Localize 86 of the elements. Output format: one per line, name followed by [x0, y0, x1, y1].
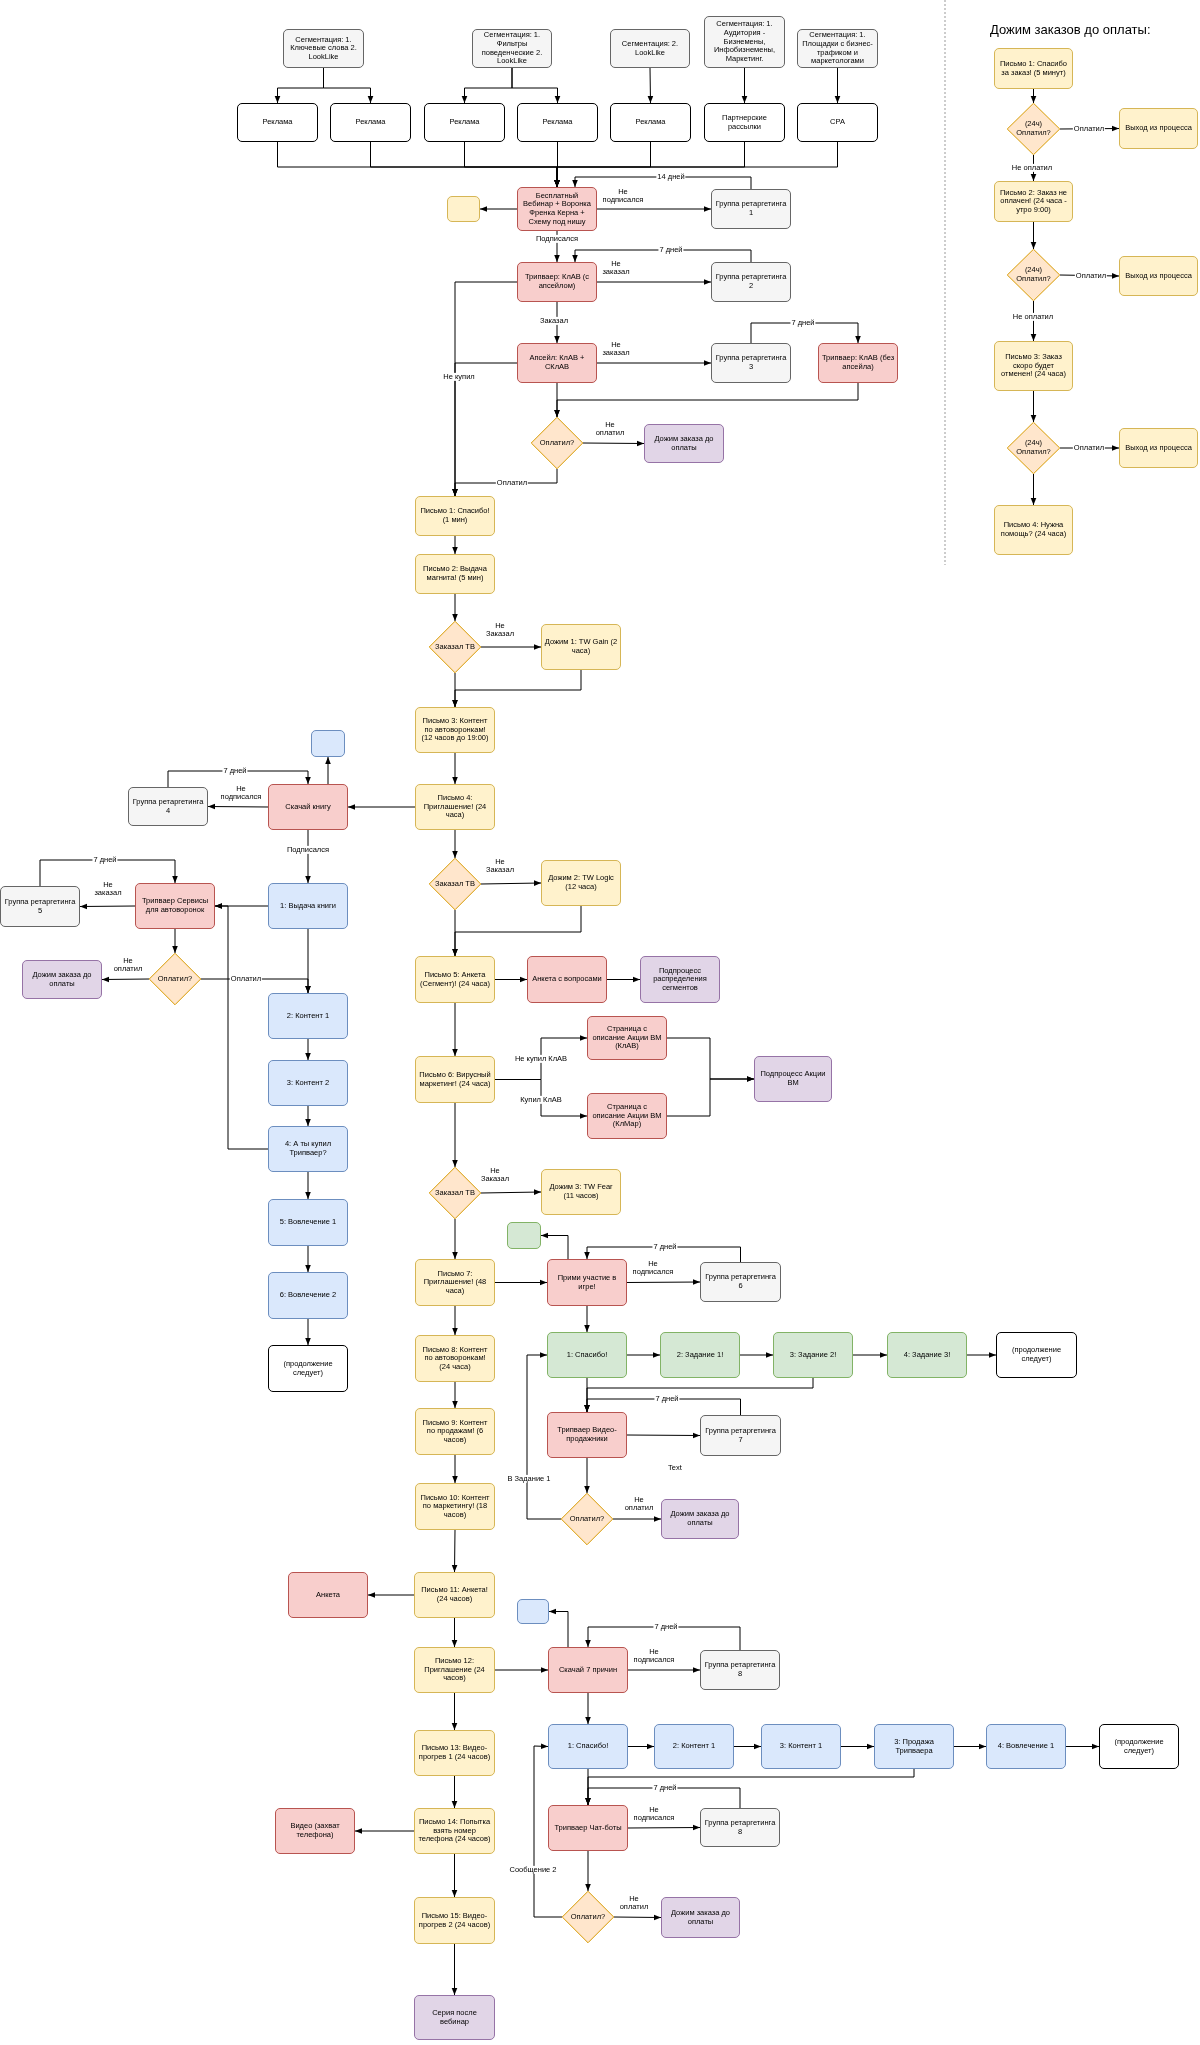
arrow: [627, 1743, 655, 1750]
arrow: [367, 1592, 415, 1598]
arrow: [305, 1245, 311, 1273]
arrow: [741, 67, 748, 104]
arrow: [479, 206, 518, 212]
arrow: [305, 1318, 311, 1346]
arrow: [526, 1352, 562, 1520]
arrow: [452, 905, 582, 957]
arrow: [612, 1516, 662, 1522]
arrow: [596, 206, 712, 212]
arrow: [452, 362, 518, 497]
arrow: [626, 1432, 701, 1439]
arrow: [1030, 221, 1037, 250]
arrow: [451, 1617, 458, 1648]
arrow: [452, 593, 458, 622]
arrow: [953, 1743, 987, 1750]
arrow: [1030, 390, 1037, 423]
arrow: [305, 1171, 311, 1200]
arrow: [305, 1038, 311, 1061]
arrow: [1030, 473, 1037, 506]
arrow: [452, 1102, 458, 1168]
section-heading: Дожим заказов до оплаты:: [990, 22, 1151, 37]
arrow: [452, 535, 458, 555]
arrow: [739, 1352, 774, 1358]
arrow: [451, 1529, 458, 1573]
arrow: [966, 1352, 997, 1358]
arrow: [480, 644, 542, 650]
arrow: [596, 360, 712, 366]
arrow: [451, 1943, 458, 1996]
arrow: [1030, 88, 1037, 104]
arrow: [452, 1454, 458, 1484]
empty-box: [311, 730, 345, 757]
arrow: [325, 756, 331, 785]
arrow: [606, 976, 641, 983]
arrow: [572, 249, 752, 263]
arrow: [452, 1305, 458, 1336]
arrow: [494, 1279, 548, 1286]
arrow: [214, 903, 269, 1150]
arrow: [451, 1853, 458, 1898]
arrow: [452, 669, 582, 708]
arrow: [452, 752, 458, 785]
empty-box: [517, 1599, 549, 1624]
arrow: [540, 1232, 569, 1260]
arrow: [554, 382, 859, 418]
arrow: [451, 1692, 458, 1731]
arrow: [548, 1608, 569, 1648]
arrow: [1065, 1743, 1100, 1750]
arrow: [494, 976, 528, 983]
arrow: [613, 1914, 662, 1921]
arrow: [79, 903, 136, 910]
empty-box: [447, 196, 480, 222]
arrow: [596, 279, 712, 285]
arrow: [834, 67, 841, 104]
arrow: [840, 1743, 875, 1750]
arrow: [627, 1667, 701, 1673]
arrow: [584, 1305, 590, 1333]
arrow: [733, 1743, 762, 1750]
arrow: [101, 976, 150, 983]
arrow: [354, 1828, 415, 1834]
arrow: [626, 1352, 661, 1358]
arrow: [347, 804, 416, 810]
arrow: [852, 1352, 888, 1358]
arrow: [451, 1775, 458, 1809]
arrow: [626, 1279, 701, 1285]
arrow: [666, 1076, 755, 1117]
arrow: [207, 803, 269, 810]
arrow: [533, 1743, 563, 1918]
arrow: [452, 1381, 458, 1409]
arrow: [480, 880, 542, 886]
arrow: [647, 67, 654, 104]
arrow: [582, 440, 645, 447]
arrow: [554, 141, 838, 188]
empty-box: [507, 1222, 541, 1249]
arrow: [452, 829, 458, 859]
arrow: [452, 1002, 458, 1057]
arrow: [627, 1824, 701, 1831]
arrow: [172, 928, 178, 954]
arrow: [585, 1850, 591, 1892]
arrow: [494, 1667, 549, 1673]
arrow: [511, 67, 561, 104]
arrow: [480, 1189, 542, 1195]
arrow: [584, 1457, 590, 1494]
arrow: [305, 928, 311, 994]
arrow: [452, 1218, 458, 1260]
arrow: [585, 1692, 591, 1725]
arrow: [305, 1105, 311, 1127]
